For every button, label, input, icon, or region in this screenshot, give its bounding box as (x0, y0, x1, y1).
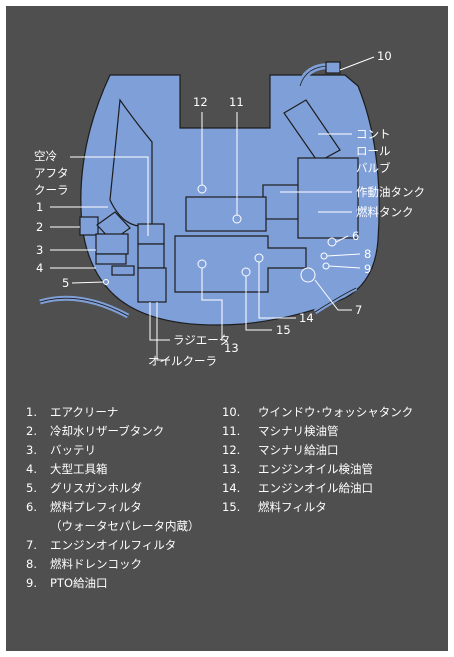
label-aftercooler-3: クーラ (34, 183, 69, 197)
legend-item: 1. エアクリーナ (26, 403, 200, 422)
legend-num: 11. (222, 424, 241, 438)
radiator-mid (137, 243, 165, 269)
legend-text: 燃料フィルタ (258, 500, 327, 514)
label-14: 14 (299, 311, 314, 325)
control-valve (283, 99, 341, 163)
legend-num: 13. (222, 462, 241, 476)
legend-num: 15. (222, 500, 241, 514)
legend-item: 6. 燃料プレフィルタ (26, 498, 200, 517)
label-4: 4 (36, 261, 43, 275)
label-2: 2 (36, 220, 43, 234)
legend-note: （ウォータセパレータ内蔵） (50, 519, 200, 533)
legend-text: エンジンオイル検油管 (258, 462, 373, 476)
label-8: 8 (364, 247, 371, 261)
legend-num: 2. (26, 424, 37, 438)
legend-text: バッテリ (50, 443, 96, 457)
label-9: 9 (364, 262, 371, 276)
legend-text: エンジンオイルフィルタ (50, 538, 177, 552)
legend-text: PTO給油口 (50, 576, 108, 590)
legend-text: マシナリ給油口 (258, 443, 339, 457)
label-1: 1 (36, 200, 43, 214)
legend-item: 10. ウインドウ･ウォッシャタンク (222, 403, 413, 422)
legend-num: 7. (26, 538, 37, 552)
toolbox (95, 253, 127, 265)
label-control-valve-1: コント (356, 127, 391, 141)
fuel-tank (297, 157, 359, 239)
legend-right: 10.ウインドウ･ウォッシャタンク 11.マシナリ検油管 12.マシナリ給油口 … (222, 403, 413, 517)
legend-item: 12. マシナリ給油口 (222, 441, 413, 460)
label-control-valve-3: バルブ (356, 161, 391, 175)
label-12: 12 (193, 95, 208, 109)
legend-text: エアクリーナ (50, 405, 119, 419)
label-7: 7 (355, 303, 362, 317)
machinery-block (185, 196, 267, 232)
small-box (111, 265, 135, 276)
legend-item: 4. 大型工具箱 (26, 460, 200, 479)
legend-text: 燃料ドレンコック (50, 557, 142, 571)
legend-text: エンジンオイル給油口 (258, 481, 373, 495)
diagram-panel (6, 6, 448, 651)
label-5: 5 (62, 276, 69, 290)
label-aftercooler-1: 空冷 (34, 149, 57, 163)
legend-item: 14. エンジンオイル給油口 (222, 479, 413, 498)
label-10: 10 (377, 49, 392, 63)
label-15: 15 (276, 323, 291, 337)
reserve-tank (79, 216, 99, 236)
legend-text: グリスガンホルダ (50, 481, 142, 495)
legend-text: 大型工具箱 (50, 462, 108, 476)
label-6: 6 (352, 229, 359, 243)
label-3: 3 (36, 243, 43, 257)
legend-left: 1. エアクリーナ 2. 冷却水リザーブタンク 3. バッテリ 4. 大型工具箱 5. グ… (26, 403, 200, 593)
legend-item: 13. エンジンオイル検油管 (222, 460, 413, 479)
label-fuel-tank: 燃料タンク (356, 205, 414, 219)
legend-num: 9. (26, 576, 37, 590)
radiator-top (137, 223, 165, 245)
circle-7 (300, 267, 316, 283)
legend-num: 6. (26, 500, 37, 514)
legend-item: 3. バッテリ (26, 441, 200, 460)
legend-item: 5. グリスガンホルダ (26, 479, 200, 498)
label-radiator: ラジエータ (173, 333, 230, 347)
legend-item: 11. マシナリ検油管 (222, 422, 413, 441)
legend-num: 10. (222, 405, 241, 419)
legend-item: 2. 冷却水リザーブタンク (26, 422, 200, 441)
washer-tank (325, 61, 341, 74)
legend-item: 9. PTO給油口 (26, 574, 200, 593)
label-hydraulic-tank: 作動油タンク (356, 185, 425, 199)
label-control-valve-2: ロール (356, 144, 391, 158)
legend-num: 14. (222, 481, 241, 495)
label-13: 13 (224, 341, 239, 355)
label-aftercooler-2: アフタ (34, 166, 69, 180)
legend-text: マシナリ検油管 (258, 424, 339, 438)
left-hose (39, 295, 130, 319)
legend-text: 冷却水リザーブタンク (50, 424, 165, 438)
legend-num: 1. (26, 405, 37, 419)
label-oil-cooler: オイルクーラ (148, 354, 217, 368)
legend-text: 燃料プレフィルタ (50, 500, 142, 514)
legend-num: 12. (222, 443, 241, 457)
legend-num: 4. (26, 462, 37, 476)
legend-num: 5. (26, 481, 37, 495)
legend-item: 15. 燃料フィルタ (222, 498, 413, 517)
battery (95, 233, 129, 255)
legend-item: 7. エンジンオイルフィルタ (26, 536, 200, 555)
legend-text: ウインドウ･ウォッシャタンク (258, 405, 414, 419)
label-11: 11 (229, 95, 244, 109)
legend-item: 8. 燃料ドレンコック (26, 555, 200, 574)
legend-num: 8. (26, 557, 37, 571)
radiator-bottom (137, 267, 167, 303)
legend-num: 3. (26, 443, 37, 457)
